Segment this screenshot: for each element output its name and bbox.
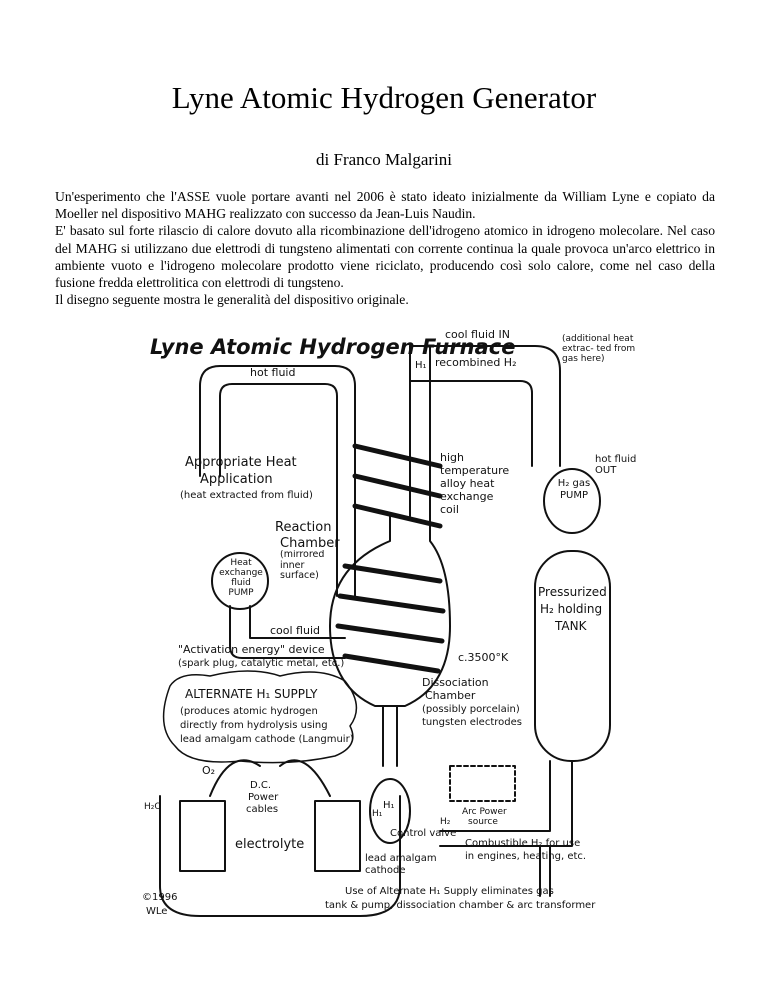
page-title: Lyne Atomic Hydrogen Generator <box>171 80 597 115</box>
label-h1-mid: H₁ <box>383 800 395 811</box>
label-tank-3: TANK <box>554 619 588 633</box>
label-cool-fluid-in: cool fluid IN <box>445 328 510 341</box>
label-alt-4: lead amalgam cathode (Langmuir) <box>180 734 354 745</box>
reaction-chamber <box>329 515 451 707</box>
label-additional-heat: (additional heat extrac- ted from gas he… <box>562 334 636 364</box>
anode-stack <box>179 800 226 872</box>
label-reaction-2: Chamber <box>280 536 340 551</box>
label-dissoc-1: Dissociation <box>422 676 489 689</box>
h2-gas-pump <box>543 468 601 534</box>
label-activation-1: "Activation energy" device <box>178 643 325 656</box>
recombination-tube <box>409 345 561 467</box>
heat-exchange-pump <box>211 552 269 610</box>
label-alt-1: ALTERNATE H₁ SUPPLY <box>185 687 318 701</box>
label-reaction-3: (mirrored inner surface) <box>280 550 325 581</box>
paragraph-1: Un'esperimento che l'ASSE vuole portare … <box>55 189 715 222</box>
label-dissoc-4: tungsten electrodes <box>422 717 522 728</box>
furnace-diagram: Lyne Atomic Hydrogen Furnace cool fluid … <box>140 326 640 926</box>
label-dc-2: Power <box>248 792 279 803</box>
label-combustible-1: Combustible H₂ for use <box>465 838 580 849</box>
label-arc-2: source <box>468 817 498 827</box>
label-electrolyte: electrolyte <box>235 837 304 852</box>
label-h2-pump: H₂ gas PUMP <box>557 478 591 501</box>
label-heat-app-3: (heat extracted from fluid) <box>180 490 313 501</box>
cool-fluid-pipe-inner <box>249 605 346 639</box>
recombination-tube-inner <box>409 380 533 467</box>
pressurized-tank <box>534 550 611 762</box>
label-use-1: Use of Alternate H₁ Supply eliminates ga… <box>345 886 554 897</box>
label-high-temp-coil: high temperature alloy heat exchange coi… <box>440 451 510 516</box>
label-alt-2: (produces atomic hydrogen <box>180 706 318 717</box>
label-o2: O₂ <box>202 764 215 777</box>
label-copyright-1: ©1996 <box>142 892 177 903</box>
author-line: di Franco Malgarini <box>316 150 452 169</box>
label-control-valve: Control valve <box>390 828 456 839</box>
furnace-drawing: Lyne Atomic Hydrogen Furnace cool fluid … <box>142 328 637 917</box>
electrolysis-tank <box>159 795 401 917</box>
paragraph-2: E' basato sul forte rilascio di calore d… <box>55 223 715 291</box>
label-hot-fluid: hot fluid <box>250 366 295 379</box>
body-text: Un'esperimento che l'ASSE vuole portare … <box>55 188 715 308</box>
heat-exchange-coil <box>335 443 446 674</box>
label-dissoc-2: Chamber <box>425 689 476 702</box>
label-dc-1: D.C. <box>250 780 271 791</box>
hot-fluid-pipe <box>199 365 356 597</box>
label-reaction-1: Reaction <box>275 520 331 535</box>
label-tank-2: H₂ holding <box>540 602 602 616</box>
label-copyright-2: WLe <box>146 906 167 917</box>
label-arc-1: Arc Power <box>462 807 507 817</box>
label-heat-pump: Heat exchange fluid PUMP <box>219 558 263 598</box>
h2-return-line <box>439 760 573 847</box>
label-lead-2: cathode <box>365 865 406 876</box>
label-combustible-2: in engines, heating, etc. <box>465 851 586 862</box>
paragraph-3: Il disegno seguente mostra le generalità… <box>55 292 409 308</box>
hot-fluid-pipe-inner <box>219 383 338 597</box>
label-h1-low: H₁ <box>372 809 383 819</box>
label-h1-top: H₁ <box>415 360 427 371</box>
figure-title: Lyne Atomic Hydrogen Furnace <box>150 335 515 359</box>
label-dc-3: cables <box>246 804 278 815</box>
label-hot-fluid-out: hot fluid OUT <box>595 454 637 476</box>
label-dissoc-3: (possibly porcelain) <box>422 704 520 715</box>
label-h2o: H₂O <box>144 802 161 812</box>
arc-power-box <box>449 765 516 802</box>
cool-fluid-pipe <box>229 605 346 659</box>
label-activation-2: (spark plug, catalytic metal, etc.) <box>178 658 344 669</box>
dissociation-chamber <box>369 778 411 844</box>
label-heat-app-1: Appropriate Heat <box>185 455 297 470</box>
label-recombined: recombined H₂ <box>435 356 516 369</box>
alternate-supply-cloud <box>162 670 358 764</box>
label-alt-3: directly from hydrolysis using <box>180 720 328 731</box>
label-h2-line: H₂ <box>440 817 451 827</box>
combustible-outlet <box>539 845 551 897</box>
label-cool-fluid: cool fluid <box>270 624 320 637</box>
label-lead-1: lead amalgam <box>365 853 437 864</box>
label-heat-app-2: Application <box>200 472 273 487</box>
label-temperature: c.3500°K <box>458 651 509 664</box>
label-use-2: tank & pump, dissociation chamber & arc … <box>325 900 596 911</box>
cathode-stack <box>314 800 361 872</box>
label-tank-1: Pressurized <box>538 585 607 599</box>
dissociation-stem <box>382 705 398 767</box>
